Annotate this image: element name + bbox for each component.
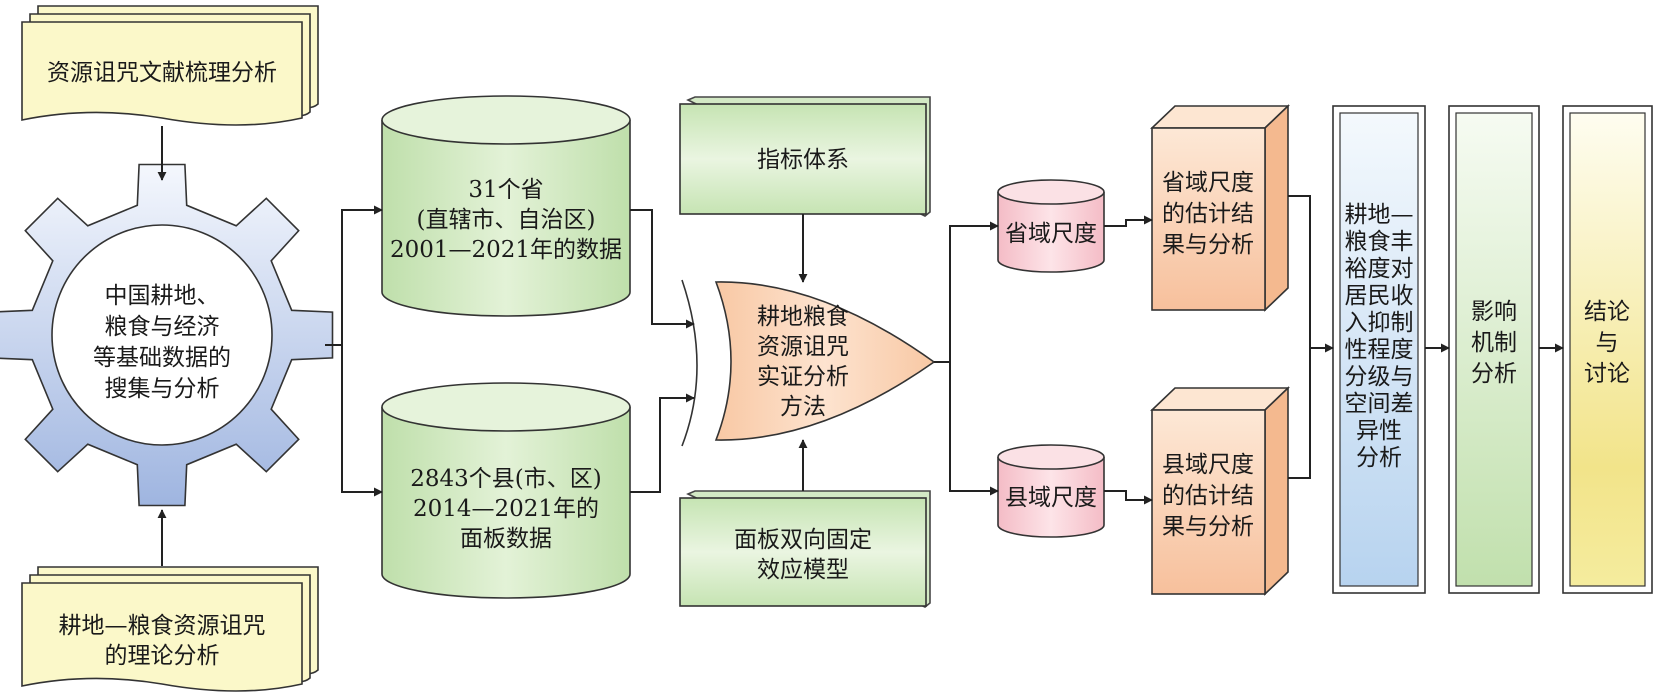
- county-data-text: 2843个县(市、区) 2014—2021年的面板数据: [410, 466, 601, 552]
- county-result-cube: 县域尺度的估计结果与分析: [1150, 386, 1290, 596]
- theory-text: 耕地—粮食资源诅咒的理论分析: [59, 613, 266, 669]
- grading-text-line: 分析: [1356, 445, 1402, 471]
- indicator-text-line: 指标体系: [757, 147, 849, 173]
- county-data-cylinder: 2843个县(市、区) 2014—2021年的面板数据: [381, 382, 631, 599]
- county-data-text-line: 2014—2021年的: [413, 496, 599, 522]
- grading-text-line: 性程度: [1345, 337, 1414, 363]
- gear-text: 中国耕地、粮食与经济等基础数据的搜集与分析: [93, 283, 231, 402]
- theory-text-line: 的理论分析: [105, 643, 220, 669]
- province-result-cube: 省域尺度的估计结果与分析: [1150, 104, 1290, 312]
- grading-text-line: 耕地—: [1345, 202, 1414, 228]
- method-text-line: 耕地粮食: [757, 304, 849, 330]
- connectors: [157, 126, 1564, 566]
- conclusion-text-line: 讨论: [1584, 361, 1630, 387]
- gear-text-line: 粮食与经济: [105, 314, 220, 340]
- data-collection-gear: 中国耕地、粮食与经济等基础数据的搜集与分析: [0, 163, 334, 507]
- theory-document: 耕地—粮食资源诅咒的理论分析: [21, 566, 319, 692]
- grading-text-line: 空间差: [1345, 391, 1414, 417]
- model-text-line: 效应模型: [757, 557, 849, 583]
- grading-text-line: 居民收: [1345, 283, 1414, 309]
- county-data-text-line: 面板数据: [460, 526, 552, 552]
- method-text-line: 实证分析: [757, 364, 849, 390]
- lit-review-text-line: 资源诅咒文献梳理分析: [47, 60, 277, 86]
- grading-text-line: 分级与: [1345, 364, 1414, 390]
- method-text-line: 资源诅咒: [757, 334, 849, 360]
- county-result-text-line: 的估计结: [1162, 483, 1254, 509]
- county-data-text-line: 2843个县(市、区): [410, 466, 601, 492]
- county-result-text: 县域尺度的估计结果与分析: [1162, 452, 1254, 540]
- model-text: 面板双向固定效应模型: [734, 527, 872, 583]
- province-result-text-line: 省域尺度: [1162, 170, 1254, 196]
- grading-text-line: 粮食丰: [1345, 229, 1414, 255]
- province-scale-text-line: 省域尺度: [1005, 221, 1097, 247]
- province-data-text-line: 2001—2021年的数据: [390, 237, 622, 263]
- indicator-text: 指标体系: [757, 147, 849, 173]
- lit-review-text: 资源诅咒文献梳理分析: [47, 60, 277, 86]
- grading-text-line: 裕度对: [1345, 256, 1414, 282]
- lit-review-document: 资源诅咒文献梳理分析: [21, 5, 319, 126]
- indicator-box: 指标体系: [679, 96, 931, 217]
- mechanism-column: 影响机制分析: [1448, 105, 1540, 594]
- mechanism-text-line: 分析: [1471, 361, 1517, 387]
- province-data-text: 31个省 (直辖市、自治区) 2001—2021年的数据: [390, 177, 622, 263]
- model-text-line: 面板双向固定: [734, 527, 872, 553]
- county-scale-cylinder: 县域尺度: [997, 444, 1105, 538]
- mechanism-text: 影响机制分析: [1471, 299, 1517, 387]
- mechanism-text-line: 影响: [1471, 299, 1517, 325]
- county-scale-text: 县域尺度: [1005, 485, 1097, 511]
- county-result-text-line: 县域尺度: [1162, 452, 1254, 478]
- conclusion-text-line: 结论: [1584, 299, 1630, 325]
- conclusion-text: 结论与讨论: [1584, 299, 1630, 387]
- province-scale-text: 省域尺度: [1005, 221, 1097, 247]
- grading-column: 耕地—粮食丰裕度对居民收入抑制性程度分级与空间差异性分析: [1332, 105, 1426, 594]
- county-result-text-line: 果与分析: [1162, 514, 1254, 540]
- conclusion-column: 结论与讨论: [1562, 105, 1653, 594]
- province-data-text-line: 31个省: [468, 177, 543, 203]
- county-scale-text-line: 县域尺度: [1005, 485, 1097, 511]
- province-result-text-line: 果与分析: [1162, 232, 1254, 258]
- grading-text-line: 入抑制: [1345, 310, 1414, 336]
- province-data-cylinder: 31个省 (直辖市、自治区) 2001—2021年的数据: [381, 95, 631, 317]
- method-node: 耕地粮食资源诅咒实证分析方法: [681, 279, 936, 447]
- gear-text-line: 中国耕地、: [105, 283, 220, 309]
- mechanism-text-line: 机制: [1471, 330, 1517, 356]
- province-result-text: 省域尺度的估计结果与分析: [1162, 170, 1254, 258]
- province-result-text-line: 的估计结: [1162, 201, 1254, 227]
- province-scale-cylinder: 省域尺度: [997, 179, 1105, 273]
- province-data-text-line: (直辖市、自治区): [417, 207, 596, 233]
- grading-text-line: 异性: [1356, 418, 1402, 444]
- method-text: 耕地粮食资源诅咒实证分析方法: [757, 304, 849, 420]
- gear-text-line: 搜集与分析: [105, 376, 220, 402]
- model-box: 面板双向固定效应模型: [679, 490, 931, 608]
- method-text-line: 方法: [780, 394, 826, 420]
- gear-text-line: 等基础数据的: [93, 345, 231, 371]
- conclusion-text-line: 与: [1596, 330, 1619, 356]
- theory-text-line: 耕地—粮食资源诅咒: [59, 613, 266, 639]
- grading-text: 耕地—粮食丰裕度对居民收入抑制性程度分级与空间差异性分析: [1345, 202, 1414, 471]
